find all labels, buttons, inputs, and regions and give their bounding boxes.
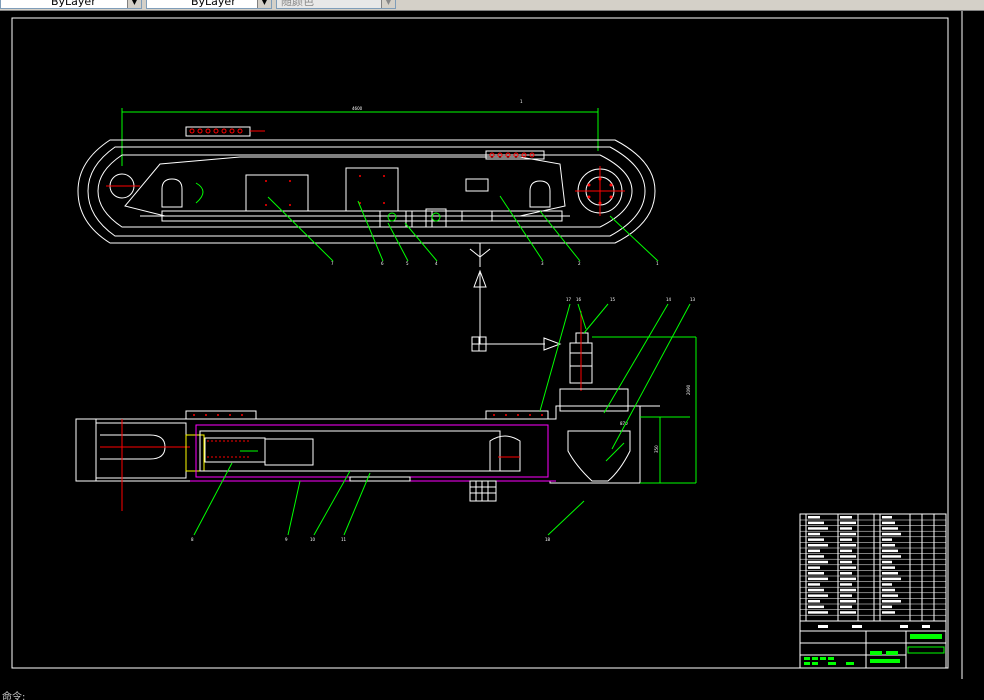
parts-row-text	[808, 560, 828, 564]
parts-row-text	[882, 566, 895, 569]
parts-row-text	[808, 594, 828, 597]
balloon-18: 18	[545, 537, 551, 542]
parts-row-text	[808, 532, 820, 536]
lineweight-dropdown[interactable]: ByLayer ▼	[146, 0, 272, 9]
parts-row-text	[840, 549, 852, 553]
parts-row-text	[840, 532, 856, 536]
parts-row-text	[840, 516, 852, 519]
parts-row-text	[808, 549, 820, 553]
balloon-16: 16	[576, 297, 582, 302]
parts-row-text	[840, 555, 856, 558]
balloon-6: 6	[381, 261, 384, 266]
top-view-track: 4600 1	[77, 99, 659, 267]
cad-drawing: 4600 1	[11, 11, 963, 679]
view-direction-arrows	[471, 269, 562, 352]
parts-row-text	[882, 583, 892, 586]
parts-row-text	[808, 605, 824, 609]
balloon-11: 11	[341, 537, 347, 542]
parts-row-text	[808, 588, 824, 592]
parts-row-text	[882, 516, 892, 519]
parts-row-text	[882, 538, 892, 541]
parts-row-text	[840, 560, 852, 564]
model-space-viewport[interactable]: 4600 1	[0, 11, 984, 689]
parts-row-text	[882, 527, 898, 530]
balloon-7: 7	[331, 261, 334, 266]
parts-row-text	[840, 521, 856, 525]
parts-row-text	[808, 566, 820, 569]
parts-row-text	[808, 611, 828, 614]
chevron-down-icon[interactable]: ▼	[381, 0, 395, 8]
parts-row-text	[840, 588, 856, 592]
title-block	[799, 513, 947, 669]
chevron-down-icon[interactable]: ▼	[257, 0, 271, 8]
parts-row-text	[840, 527, 852, 530]
parts-row-text	[840, 538, 852, 541]
parts-row-text	[840, 577, 856, 581]
parts-row-text	[808, 516, 820, 519]
command-prompt: 命令:	[2, 692, 26, 700]
parts-row-text	[882, 600, 901, 603]
linetype-dropdown[interactable]: ByLayer ▼	[0, 0, 142, 9]
parts-row-text	[808, 572, 824, 575]
balloon-14: 14	[666, 297, 672, 302]
parts-row-text	[808, 521, 824, 525]
linetype-value: ByLayer	[51, 0, 96, 8]
plotstyle-dropdown[interactable]: 随颜色 ▼	[276, 0, 396, 9]
parts-row-text	[882, 544, 895, 547]
dimension-mark: 1	[520, 99, 523, 104]
parts-row-text	[840, 583, 852, 586]
properties-toolbar: ByLayer ▼ ByLayer ▼ 随颜色 ▼	[0, 0, 984, 11]
parts-row-text	[840, 600, 856, 603]
dimension-4600: 4600	[352, 106, 363, 111]
parts-row-text	[882, 555, 901, 558]
parts-row-text	[808, 538, 824, 541]
parts-row-text	[882, 577, 901, 581]
parts-row-text	[840, 566, 856, 569]
balloon-9: 9	[285, 537, 288, 542]
balloon-10: 10	[310, 537, 316, 542]
side-view-boom: 2090 350 870 17 16 15 14 13 8 9 10 11 18	[75, 297, 697, 542]
command-line[interactable]: 命令:	[0, 689, 984, 700]
parts-row-text	[808, 600, 820, 603]
parts-row-text	[882, 588, 895, 592]
parts-row-text	[882, 532, 901, 536]
parts-row-text	[840, 605, 852, 609]
balloon-13: 13	[690, 297, 696, 302]
parts-row-text	[840, 611, 856, 614]
parts-row-text	[882, 560, 892, 564]
dimension-350: 350	[654, 445, 659, 453]
parts-row-text	[882, 611, 895, 614]
parts-list-rows	[800, 516, 946, 616]
balloon-8: 8	[191, 537, 194, 542]
dimension-870: 870	[620, 421, 628, 426]
parts-row-text	[808, 527, 828, 530]
balloon-5: 5	[406, 261, 409, 266]
parts-row-text	[840, 544, 856, 547]
balloon-1: 1	[656, 261, 659, 266]
parts-row-text	[840, 572, 852, 575]
plotstyle-value: 随颜色	[281, 0, 314, 8]
balloon-2: 2	[578, 261, 581, 266]
parts-row-text	[808, 583, 820, 586]
parts-row-text	[882, 594, 898, 597]
parts-row-text	[808, 577, 828, 581]
parts-row-text	[882, 605, 892, 609]
balloon-3: 3	[541, 261, 544, 266]
outer-frame	[11, 17, 949, 669]
parts-row-text	[882, 521, 895, 525]
parts-row-text	[808, 555, 824, 558]
balloon-17: 17	[566, 297, 572, 302]
parts-row-text	[882, 549, 898, 553]
parts-row-text	[882, 572, 898, 575]
parts-row-text	[840, 594, 852, 597]
balloon-15: 15	[610, 297, 616, 302]
parts-row-text	[808, 544, 828, 547]
dimension-2090: 2090	[686, 384, 691, 395]
lineweight-value: ByLayer	[191, 0, 236, 8]
chevron-down-icon[interactable]: ▼	[127, 0, 141, 8]
balloon-4: 4	[435, 261, 438, 266]
